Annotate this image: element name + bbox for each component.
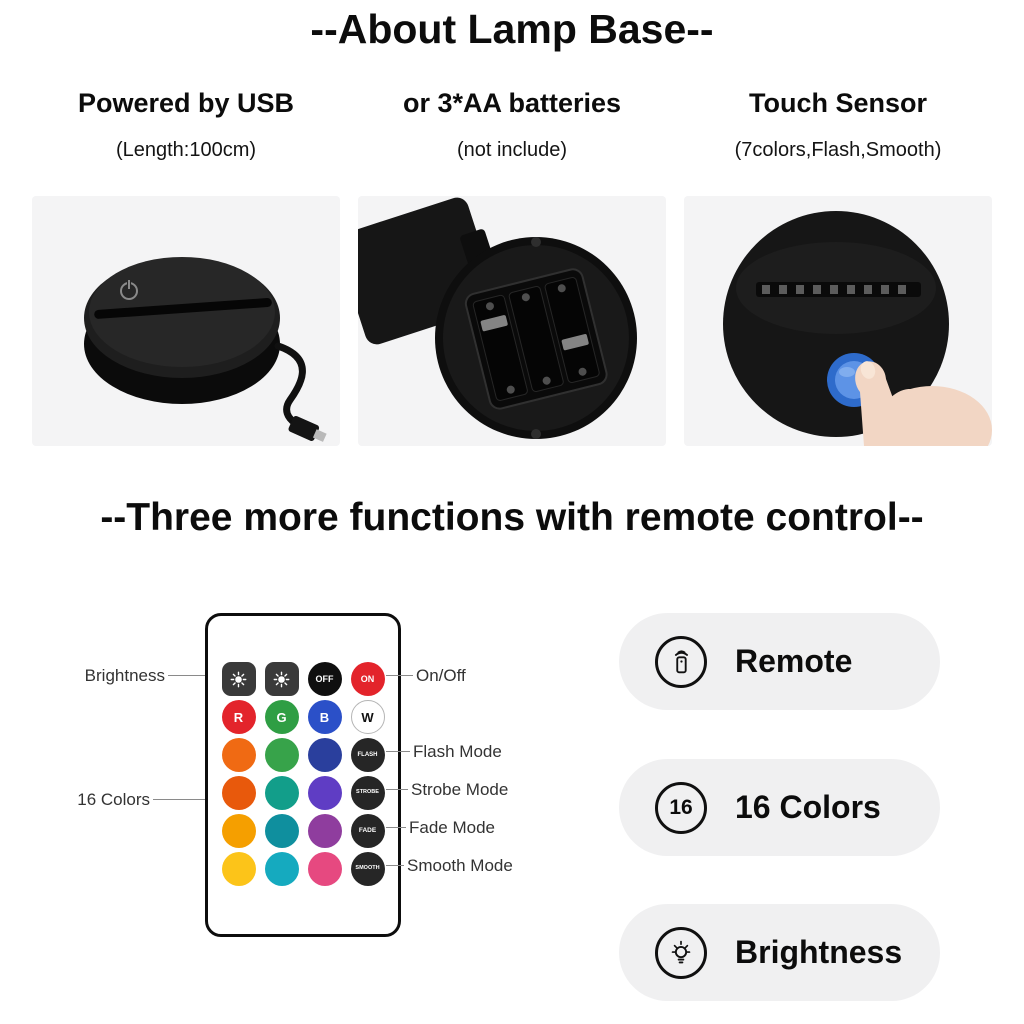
remote-button-magenta-purple xyxy=(307,814,342,848)
panel-battery-title: or 3*AA batteries xyxy=(402,88,622,118)
remote-button-row: FLASH xyxy=(221,738,385,772)
callout-16-colors: 16 Colors xyxy=(77,790,150,809)
fingernail xyxy=(860,361,876,379)
16-colors-icon: 16 xyxy=(655,781,707,834)
remote-button-label: OFF xyxy=(315,673,334,684)
remote-button-purple xyxy=(307,776,342,810)
callout-line-strobe xyxy=(386,789,408,790)
usb-cable xyxy=(274,342,306,427)
remote-button-grass-green xyxy=(264,738,299,772)
remote-button-label: B xyxy=(319,709,330,725)
remote-button-white: W xyxy=(350,700,385,734)
feature-pill-remote: Remote xyxy=(619,613,940,710)
callout-fade-mode: Fade Mode xyxy=(409,818,495,837)
panel-touch: Touch Sensor (7colors,Flash,Smooth) xyxy=(684,88,992,446)
remote-button-label: SMOOTH xyxy=(355,865,380,872)
panel-touch-subtitle: (7colors,Flash,Smooth) xyxy=(734,139,942,161)
panel-usb: Powered by USB (Length:100cm) xyxy=(32,88,340,446)
callout-line-on-off xyxy=(386,675,413,676)
remote-button-blue: B xyxy=(307,700,342,734)
callout-flash-mode: Flash Mode xyxy=(413,742,502,761)
callout-strobe-mode: Strobe Mode xyxy=(411,780,509,799)
callout-brightness: Brightness xyxy=(84,666,165,685)
touch-sensor-illustration xyxy=(723,211,992,446)
remote-button-label: FADE xyxy=(358,826,377,834)
brightness-icon xyxy=(655,926,707,979)
remote-button-green: G xyxy=(264,700,299,734)
remote-button-brightness-down xyxy=(264,662,299,696)
battery-slots xyxy=(464,268,608,410)
remote-button-row: STROBE xyxy=(221,776,385,810)
remote-icon xyxy=(655,635,707,688)
remote-button-label: ON xyxy=(360,673,375,684)
remote-button-brightness-up xyxy=(221,662,256,696)
panel-battery-subtitle: (not include) xyxy=(456,139,568,161)
battery-compartment-photo xyxy=(358,196,666,446)
remote-button-dark-orange xyxy=(221,776,256,810)
remote-button-orange xyxy=(221,738,256,772)
remote-button-label: R xyxy=(233,709,244,725)
remote-button-amber xyxy=(221,814,256,848)
functions-section-title: --Three more functions with remote contr… xyxy=(100,496,924,539)
screw xyxy=(531,429,541,439)
remote-grid: OFF ON R G B W FLASH STROBE FADE SMOOTH xyxy=(208,662,398,886)
battery-base-illustration xyxy=(358,197,637,439)
remote-button-label: W xyxy=(361,709,374,725)
callout-line-flash xyxy=(386,751,410,752)
panel-usb-title: Powered by USB xyxy=(77,88,295,118)
usb-plug xyxy=(288,415,327,442)
lamp-base-usb-illustration xyxy=(84,257,327,442)
led-chips xyxy=(762,285,906,294)
feature-label-16-colors: 16 Colors xyxy=(735,789,881,825)
remote-button-off: OFF xyxy=(307,662,342,696)
remote-button-row: FADE xyxy=(221,814,385,848)
callout-line-brightness xyxy=(168,675,205,676)
remote-button-row: SMOOTH xyxy=(221,852,385,886)
feature-pill-16-colors: 16 16 Colors xyxy=(619,759,940,856)
remote-button-on: ON xyxy=(350,662,385,696)
remote-button-teal xyxy=(264,776,299,810)
remote-control-photo: OFF ON R G B W FLASH STROBE FADE SMOOTH xyxy=(205,613,401,937)
remote-button-label: G xyxy=(276,709,287,725)
remote-button-strobe: STROBE xyxy=(350,776,385,810)
brightness-down-icon xyxy=(273,671,290,687)
feature-label-remote: Remote xyxy=(735,643,853,679)
remote-button-cyan-teal xyxy=(264,814,299,848)
callout-on-off: On/Off xyxy=(416,666,466,685)
acrylic-slot xyxy=(94,298,272,319)
remote-button-fade: FADE xyxy=(350,814,385,848)
remote-button-sea-green xyxy=(264,852,299,886)
remote-button-yellow xyxy=(221,852,256,886)
page-title: --About Lamp Base-- xyxy=(310,6,714,52)
remote-button-label: STROBE xyxy=(356,789,379,796)
remote-button-royal-blue xyxy=(307,738,342,772)
feature-label-brightness: Brightness xyxy=(735,934,903,970)
remote-button-smooth: SMOOTH xyxy=(350,852,385,886)
feature-pill-brightness: Brightness xyxy=(619,904,940,1001)
lamp-base-panels: Powered by USB (Length:100cm) xyxy=(32,88,992,446)
callout-smooth-mode: Smooth Mode xyxy=(407,856,513,875)
badge-16-text: 16 xyxy=(669,795,693,819)
remote-button-label: FLASH xyxy=(357,752,378,758)
remote-button-row: OFF ON xyxy=(221,662,385,696)
usb-lamp-base-photo xyxy=(32,196,340,446)
screw xyxy=(531,237,541,247)
panel-usb-subtitle: (Length:100cm) xyxy=(115,139,257,161)
panel-battery: or 3*AA batteries (not include) xyxy=(358,88,666,446)
callout-line-16-colors xyxy=(153,799,205,800)
touch-power-icon xyxy=(120,279,138,300)
brightness-up-icon xyxy=(230,671,247,687)
remote-button-pink xyxy=(307,852,342,886)
remote-button-flash: FLASH xyxy=(350,738,385,772)
callout-line-fade xyxy=(386,827,406,828)
finger xyxy=(855,361,992,446)
panel-touch-title: Touch Sensor xyxy=(748,88,928,118)
touch-sensor-photo xyxy=(684,196,992,446)
remote-button-red: R xyxy=(221,700,256,734)
callout-line-smooth xyxy=(386,865,404,866)
